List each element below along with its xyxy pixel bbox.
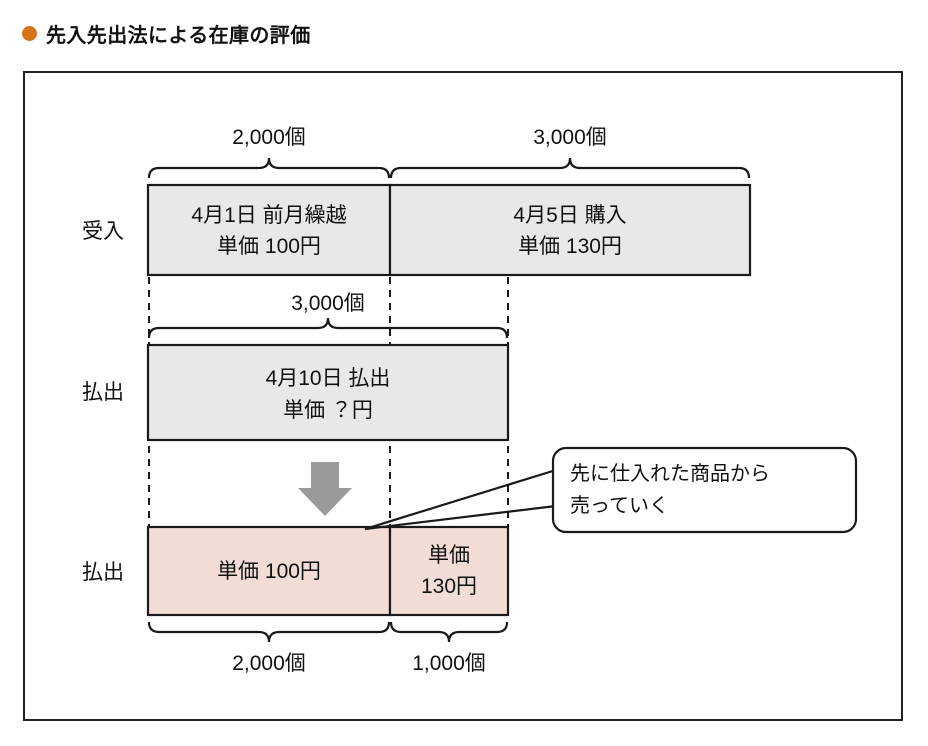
figure-frame (23, 71, 903, 721)
page-title: 先入先出法による在庫の評価 (22, 18, 311, 48)
page-title-text: 先入先出法による在庫の評価 (46, 24, 311, 47)
bullet-icon (22, 25, 37, 41)
